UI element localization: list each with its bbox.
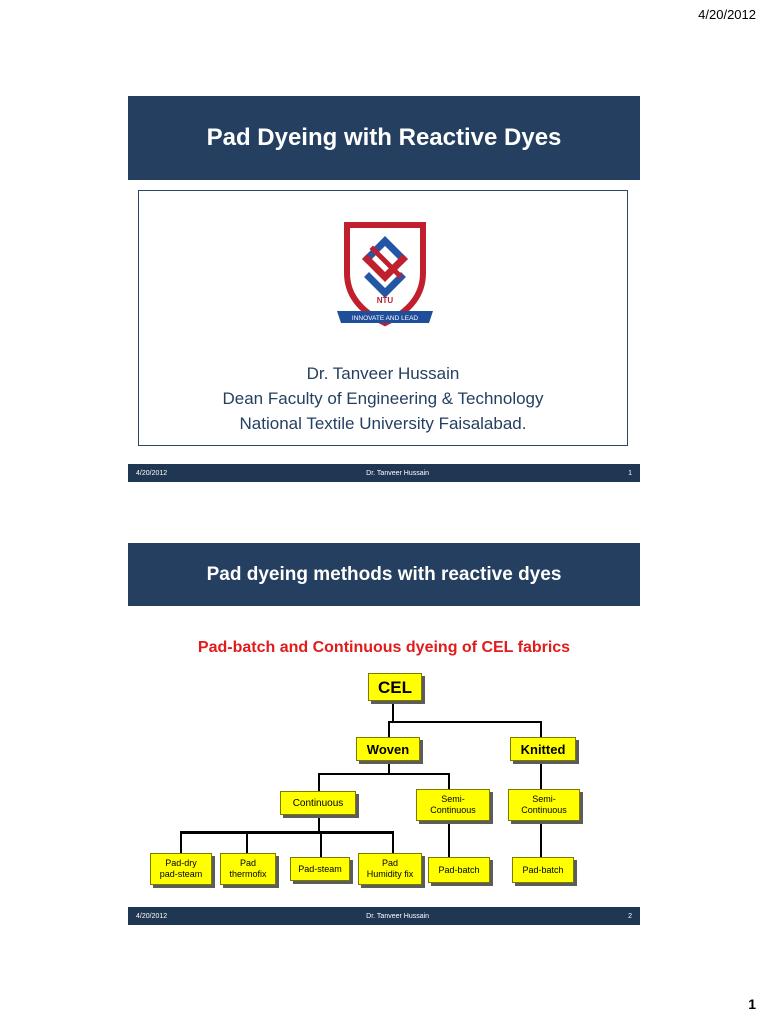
connector: [388, 721, 390, 737]
slide-1-content-frame: NTU INNOVATE AND LEAD Dr. Tanveer Hussai…: [138, 190, 628, 446]
connector: [392, 699, 394, 721]
connector: [448, 821, 450, 857]
node-knitted-semi-continuous: Semi- Continuous: [508, 789, 580, 821]
node-pad-humidity-fix: Pad Humidity fix: [358, 853, 422, 885]
slide-2-title: Pad dyeing methods with reactive dyes: [128, 543, 640, 606]
author-institution: National Textile University Faisalabad.: [239, 414, 527, 433]
node-pad-steam: Pad-steam: [290, 857, 350, 881]
connector: [246, 831, 248, 853]
node-line: pad-steam: [159, 869, 203, 879]
footer-date: 4/20/2012: [136, 912, 168, 920]
node-line: Semi-: [532, 794, 556, 804]
author-name: Dr. Tanveer Hussain: [306, 364, 460, 383]
node-line: Continuous: [521, 805, 567, 815]
node-line: Semi-: [441, 794, 465, 804]
page-date: 4/20/2012: [698, 7, 756, 22]
connector: [180, 831, 182, 853]
logo-monogram: NTU: [377, 296, 394, 305]
slide-2: Pad dyeing methods with reactive dyes Pa…: [128, 543, 640, 927]
diagram-title: Pad-batch and Continuous dyeing of CEL f…: [197, 639, 571, 656]
connector: [180, 831, 394, 834]
connector: [388, 721, 542, 723]
logo-motto: INNOVATE AND LEAD: [352, 315, 419, 322]
slide-1-footer: 4/20/2012 Dr. Tanveer Hussain 1: [128, 464, 640, 482]
connector: [392, 831, 394, 853]
node-line: Continuous: [430, 805, 476, 815]
connector: [318, 815, 320, 831]
node-line: Humidity fix: [366, 869, 414, 879]
university-logo: NTU INNOVATE AND LEAD: [337, 222, 433, 327]
slide-2-footer: 4/20/2012 Dr. Tanveer Hussain 2: [128, 907, 640, 925]
page-number: 1: [748, 996, 756, 1012]
node-knitted: Knitted: [510, 737, 576, 761]
footer-slide-number: 2: [628, 912, 632, 920]
connector: [448, 773, 450, 789]
dyeing-methods-tree: CEL Woven Knitted Continuous Semi- Conti…: [128, 667, 640, 897]
node-pad-batch-knitted: Pad-batch: [512, 857, 574, 883]
footer-slide-number: 1: [628, 469, 632, 477]
connector: [540, 721, 542, 737]
footer-author: Dr. Tanveer Hussain: [366, 469, 430, 477]
node-line: Pad: [239, 858, 256, 868]
footer-date: 4/20/2012: [136, 469, 168, 477]
connector: [320, 831, 322, 859]
node-woven: Woven: [356, 737, 420, 761]
node-continuous: Continuous: [280, 791, 356, 815]
node-woven-semi-continuous: Semi- Continuous: [416, 789, 490, 821]
slide-1-title: Pad Dyeing with Reactive Dyes: [128, 96, 640, 180]
node-line: thermofix: [229, 869, 267, 879]
node-pad-thermofix: Pad thermofix: [220, 853, 276, 885]
node-cel: CEL: [368, 673, 422, 701]
connector: [388, 761, 390, 775]
connector: [540, 761, 542, 789]
footer-author: Dr. Tanveer Hussain: [366, 912, 430, 920]
slide-1: Pad Dyeing with Reactive Dyes NTU INNOVA…: [128, 96, 640, 482]
author-block: Dr. Tanveer Hussain Dean Faculty of Engi…: [139, 361, 627, 436]
connector: [318, 773, 320, 791]
connector: [540, 821, 542, 857]
node-line: Pad: [381, 858, 398, 868]
node-pad-batch-woven: Pad-batch: [428, 857, 490, 883]
author-position: Dean Faculty of Engineering & Technology: [222, 389, 544, 408]
node-pad-dry-pad-steam: Pad-dry pad-steam: [150, 853, 212, 885]
node-line: Pad-dry: [165, 858, 197, 868]
connector: [318, 773, 450, 775]
